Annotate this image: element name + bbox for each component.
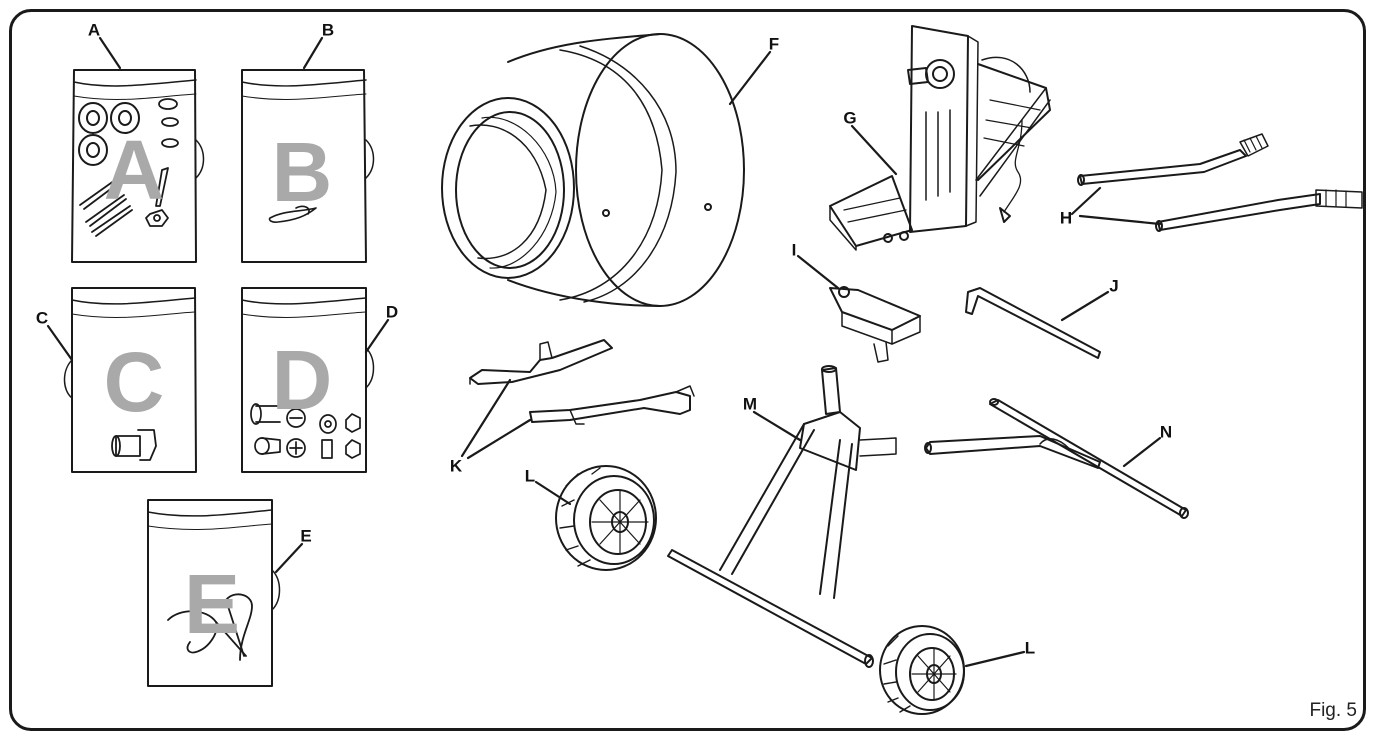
label-e: E [300,526,312,546]
hardware-icon [250,403,361,459]
label-l-upper: L [524,466,536,486]
supports [469,339,695,425]
label-d: D [385,302,399,322]
label-c: C [35,308,49,328]
clip-icon [268,205,317,223]
wheel-icon [555,465,657,571]
bag-e [147,499,281,687]
label-a: A [87,20,101,40]
r-clip-icon [167,593,253,661]
bag-d [241,287,375,473]
drum [441,33,745,307]
crank [965,287,1101,359]
bag-b [241,69,375,263]
bag-letter-c: C [103,335,165,429]
bracket [829,286,921,363]
bag-letter-d: D [271,333,333,427]
label-i: I [791,240,797,260]
label-h: H [1059,208,1073,228]
bag-letter-a: A [103,123,165,217]
label-f: F [768,34,780,54]
leader-lines [46,36,1162,668]
bolt-icon [79,177,169,237]
washer-icon [78,102,140,166]
pin-icon [155,98,179,207]
label-n: N [1159,422,1173,442]
stand [667,365,897,668]
label-b: B [321,20,335,40]
label-j: J [1109,276,1119,296]
bag-letter-e: E [183,557,241,651]
shoulder-bolt-icon [111,429,157,461]
axle [924,398,1189,519]
bag-c [63,287,197,473]
label-m: M [742,394,758,414]
figure-frame [9,9,1366,731]
bag-a [71,69,205,263]
wheel-icon [879,625,965,715]
figure-caption: Fig. 5 [1309,700,1357,721]
motor-frame [829,25,1051,251]
label-l-lower: L [1024,638,1036,658]
handles [1077,133,1363,232]
label-k: K [449,456,463,476]
label-g: G [843,108,857,128]
bag-letter-b: B [271,125,333,219]
